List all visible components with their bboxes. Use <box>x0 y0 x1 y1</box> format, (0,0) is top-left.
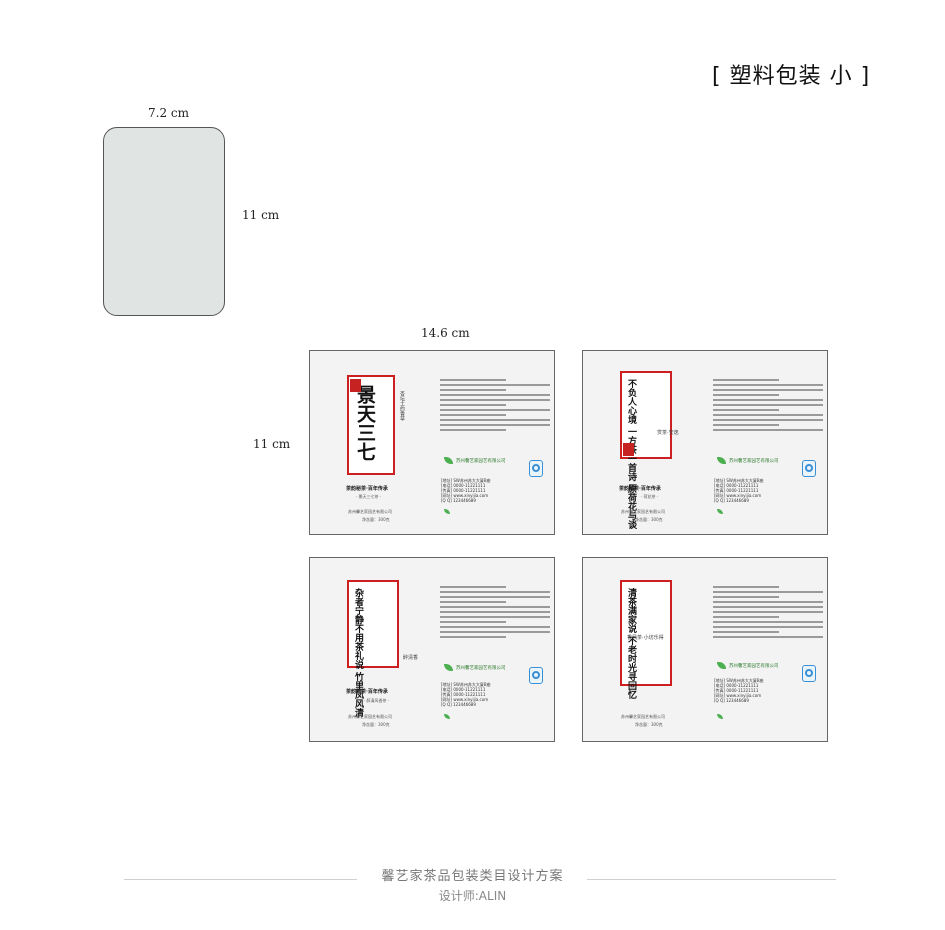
contact-block: [地址] SW苏州苏大大厦B座[电话] 0000-11221111[传真] 00… <box>441 682 491 707</box>
label-card-1: 景天三七 杏坛土的香草 茶韵秘茶·百年传承 · 景天三七茶 · 苏州馨艺家园艺有… <box>309 350 555 535</box>
company-leaf-icon <box>717 662 726 669</box>
label-maker: 苏州馨艺家园艺有限公司 <box>621 714 665 719</box>
calligraphy-text: 杂者宁静不用茶礼说 竹里凤风清 <box>353 588 363 718</box>
footer-leaf-icon <box>717 714 723 719</box>
label-product-name: · 荷花茶 · <box>641 494 659 499</box>
footer-leaf-icon <box>444 509 450 514</box>
company-leaf-icon <box>444 664 453 671</box>
calligraphy-frame: 景天三七 <box>347 375 395 475</box>
label-slogan: 茶韵秘茶·百年传承 <box>346 689 388 695</box>
contact-block: [地址] SW苏州苏大大厦B座[电话] 0000-11221111[传真] 00… <box>714 478 764 503</box>
label-subtext: 赏茶·安逸 <box>657 430 679 436</box>
label-slogan: 茶韵秘茶·百年传承 <box>346 486 388 492</box>
contact-block: [地址] SW苏州苏大大厦B座[电话] 0000-11221111[传真] 00… <box>441 478 491 503</box>
qs-certification-icon <box>529 460 543 477</box>
company-leaf-icon <box>717 457 726 464</box>
label-subtext: 杏坛土的香草 <box>399 391 405 421</box>
page-title: [ 塑料包装 小 ] <box>712 64 871 89</box>
footer-project-title: 馨艺家茶品包装类目设计方案 <box>381 869 564 884</box>
ingredient-text-block <box>713 586 823 641</box>
red-seal-icon <box>623 443 634 456</box>
label-product-name: · 景天三七茶 · <box>356 494 382 499</box>
label-card-3: 杂者宁静不用茶礼说 竹里凤风清 醉清香 茶韵秘茶·百年传承 · 醉清风香茶 · … <box>309 557 555 742</box>
company-name: 苏州馨艺家园艺有限公司 <box>456 459 506 464</box>
ingredient-text-block <box>440 379 550 434</box>
label-maker: 苏州馨艺家园艺有限公司 <box>348 509 392 514</box>
ingredient-text-block <box>713 379 823 434</box>
label-card-4: 清茶满家说 不老时光寻回忆 香风茶·小坊乐得 苏州馨艺家园艺有限公司 净含量：3… <box>582 557 828 742</box>
red-seal-icon <box>350 379 361 392</box>
label-product-name: · 醉清风香茶 · <box>364 698 390 703</box>
footer-leaf-icon <box>444 714 450 719</box>
company-name: 苏州馨艺家园艺有限公司 <box>456 666 506 671</box>
calligraphy-text: 清茶满家说 不老时光寻回忆 <box>626 588 636 700</box>
label-maker: 苏州馨艺家园艺有限公司 <box>348 714 392 719</box>
labels-height-label: 11 cm <box>253 437 291 451</box>
swatch-width-label: 7.2 cm <box>148 106 189 120</box>
qs-certification-icon <box>802 665 816 682</box>
label-card-2: 不负人心境 一方茶一首诗 原荷花与谈 赏茶·安逸 茶韵秘茶·百年传承 · 荷花茶… <box>582 350 828 535</box>
label-maker: 苏州馨艺家园艺有限公司 <box>621 509 665 514</box>
label-subtext: 香风茶·小坊乐得 <box>627 635 664 641</box>
label-slogan: 茶韵秘茶·百年传承 <box>619 486 661 492</box>
contact-block: [地址] SW苏州苏大大厦B座[电话] 0000-11221111[传真] 00… <box>714 678 764 703</box>
qs-certification-icon <box>802 460 816 477</box>
calligraphy-frame: 杂者宁静不用茶礼说 竹里凤风清 <box>347 580 399 717</box>
company-name: 苏州馨艺家园艺有限公司 <box>729 664 779 669</box>
company-name: 苏州馨艺家园艺有限公司 <box>729 459 779 464</box>
label-net-weight: 净含量：300克 <box>362 517 390 522</box>
label-net-weight: 净含量：300克 <box>635 722 663 727</box>
label-net-weight: 净含量：300克 <box>362 722 390 727</box>
swatch-height-label: 11 cm <box>242 208 280 222</box>
qs-certification-icon <box>529 667 543 684</box>
label-net-weight: 净含量：300克 <box>635 517 663 522</box>
label-subtext: 醉清香 <box>403 655 419 661</box>
plastic-package-swatch <box>103 127 225 316</box>
calligraphy-text: 景天三七 <box>354 385 376 461</box>
footer-designer: 设计师:ALIN <box>438 889 507 903</box>
labels-width-label: 14.6 cm <box>421 326 470 340</box>
calligraphy-frame: 清茶满家说 不老时光寻回忆 <box>620 580 672 699</box>
footer-leaf-icon <box>717 509 723 514</box>
company-leaf-icon <box>444 457 453 464</box>
ingredient-text-block <box>440 586 550 641</box>
